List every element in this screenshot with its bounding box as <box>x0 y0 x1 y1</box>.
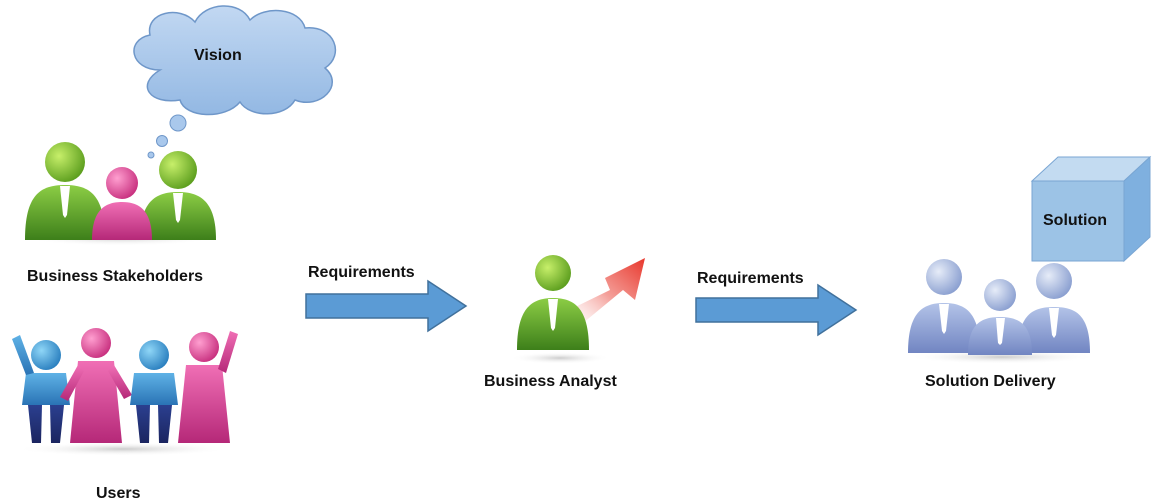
right-arrow-icon <box>695 283 858 337</box>
right-arrow-icon <box>305 279 468 333</box>
people-group-icon <box>25 142 216 246</box>
cheering-people-icon <box>12 328 238 456</box>
edge-2-label: Requirements <box>697 270 804 287</box>
thought-cloud-icon <box>133 5 336 159</box>
business-analyst-label: Business Analyst <box>484 373 617 390</box>
box-icon <box>1030 155 1152 263</box>
analyst-chart-icon <box>510 255 645 364</box>
users-label: Users <box>96 485 141 502</box>
business-stakeholders-label: Business Stakeholders <box>27 268 204 285</box>
edge-1-label: Requirements <box>308 264 415 281</box>
solution-label: Solution <box>1043 212 1107 229</box>
solution-delivery-label: Solution Delivery <box>925 373 1056 390</box>
vision-label: Vision <box>194 47 242 64</box>
team-icon <box>907 259 1097 364</box>
